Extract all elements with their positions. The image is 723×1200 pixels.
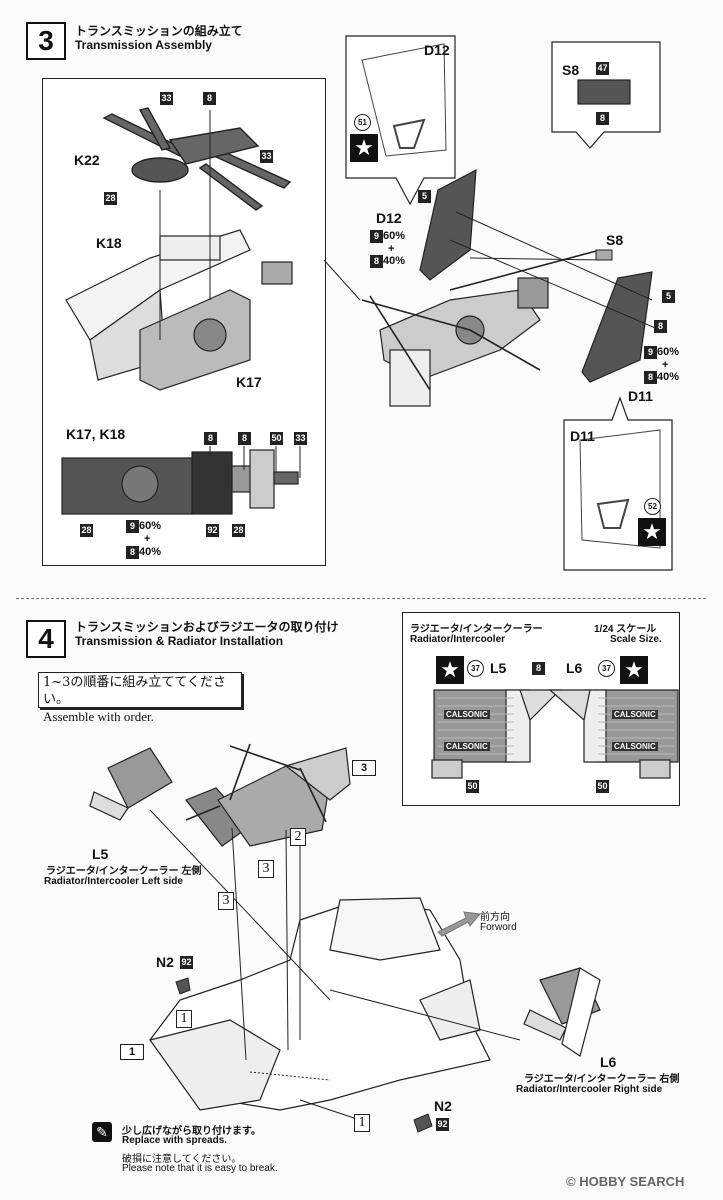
inset-scale-en: Scale Size.: [610, 634, 662, 645]
callout-33: 33: [294, 432, 307, 445]
l5-label-en: Radiator/Intercooler Left side: [44, 876, 183, 887]
callout-33: 33: [160, 92, 173, 105]
watermark: © HOBBY SEARCH: [566, 1174, 685, 1189]
brand-decal: CALSONIC: [444, 742, 490, 751]
caution-en-1: Replace with spreads.: [122, 1135, 228, 1146]
brand-decal: CALSONIC: [444, 710, 490, 719]
step-3-number: 3: [26, 22, 66, 60]
order-note-jp: 1~3の順番に組み立ててください。: [43, 675, 227, 707]
assembly-3-tag: 3: [352, 760, 376, 776]
callout-8: 8: [204, 432, 217, 445]
callout-92: 92: [206, 524, 219, 537]
inset-l5-label: L5: [490, 660, 507, 676]
callout-5: 5: [418, 190, 431, 203]
callout-5: 5: [662, 290, 675, 303]
step-4-title-en: Transmission & Radiator Installation: [75, 634, 284, 648]
callout-8: 8: [532, 662, 545, 675]
part-k18-label: K18: [96, 235, 122, 251]
forward-en: Forword: [480, 922, 517, 933]
part-d11-label: D11: [628, 388, 653, 404]
section-divider: [16, 598, 706, 599]
callout-8: 8: [238, 432, 251, 445]
part-d12-mid-label: D12: [376, 210, 402, 226]
callout-33: 33: [260, 150, 273, 163]
order-note-en: Assemble with order.: [43, 709, 154, 724]
caution-en-2: Please note that it is easy to break.: [122, 1163, 278, 1174]
l5-label-jp: ラジエータ/インタークーラー 左側: [46, 866, 202, 877]
part-k17-k18-label: K17, K18: [66, 426, 126, 442]
order-callout-2: 2: [290, 828, 306, 846]
order-callout-1: 1: [354, 1114, 370, 1132]
part-d11-card-label: D11: [570, 428, 595, 444]
order-note: 1~3の順番に組み立ててください。 Assemble with order.: [38, 672, 242, 724]
inset-title-en: Radiator/Intercooler: [410, 634, 506, 645]
callout-50: 50: [466, 780, 479, 793]
l6-label-jp: ラジエータ/インタークーラー 右側: [524, 1074, 680, 1085]
decal-37-callout: 37: [598, 660, 615, 677]
forward-jp: 前方向: [480, 912, 510, 923]
step-3-title-jp: トランスミッションの組み立て: [75, 24, 243, 38]
part-k17-label: K17: [236, 374, 262, 390]
order-callout-3: 3: [258, 860, 274, 878]
decal-51-callout: 51: [354, 114, 371, 131]
callout-8: 8: [203, 92, 216, 105]
assembly-1-tag: 1: [120, 1044, 144, 1060]
decal-52-callout: 52: [644, 498, 661, 515]
star-icon: ★: [638, 518, 666, 546]
l5-label: L5: [92, 846, 109, 862]
n2-label: N2: [434, 1098, 452, 1114]
l6-label-en: Radiator/Intercooler Right side: [516, 1084, 663, 1095]
part-s8-mid-label: S8: [606, 232, 624, 248]
star-icon: ★: [350, 134, 378, 162]
callout-50: 50: [270, 432, 283, 445]
n2-label: N2: [156, 954, 174, 970]
caution-jp-1: 少し広げながら取り付けます。: [122, 1126, 261, 1137]
callout-47: 47: [596, 62, 609, 75]
l6-label: L6: [600, 1054, 617, 1070]
star-icon: ★: [620, 656, 648, 684]
part-s8-top-label: S8: [562, 62, 580, 78]
order-callout-3: 3: [218, 892, 234, 910]
callout-28: 28: [80, 524, 93, 537]
inset-l6-label: L6: [566, 660, 583, 676]
part-d12-top-label: D12: [424, 42, 450, 58]
brand-decal: CALSONIC: [612, 742, 658, 751]
part-k22-label: K22: [74, 152, 100, 168]
callout-8: 8: [654, 320, 667, 333]
inset-scale-jp: 1/24 スケール: [594, 624, 657, 635]
callout-28: 28: [104, 192, 117, 205]
decal-37-callout: 37: [467, 660, 484, 677]
callout-28: 28: [232, 524, 245, 537]
step-4-number: 4: [26, 620, 66, 658]
star-icon: ★: [436, 656, 464, 684]
brand-decal: CALSONIC: [612, 710, 658, 719]
callout-92: 92: [436, 1118, 449, 1131]
callout-8: 8: [596, 112, 609, 125]
step-3-title-en: Transmission Assembly: [75, 38, 212, 52]
inset-title-jp: ラジエータ/インタークーラー: [410, 624, 543, 635]
caution-icon: ✎: [92, 1122, 112, 1142]
callout-92: 92: [180, 956, 193, 969]
callout-50: 50: [596, 780, 609, 793]
caution-jp-2: 破損に注意してください。: [122, 1154, 242, 1165]
watermark-text: HOBBY SEARCH: [579, 1174, 685, 1189]
order-callout-1: 1: [176, 1010, 192, 1028]
step-4-title-jp: トランスミッションおよびラジエータの取り付け: [75, 620, 339, 634]
